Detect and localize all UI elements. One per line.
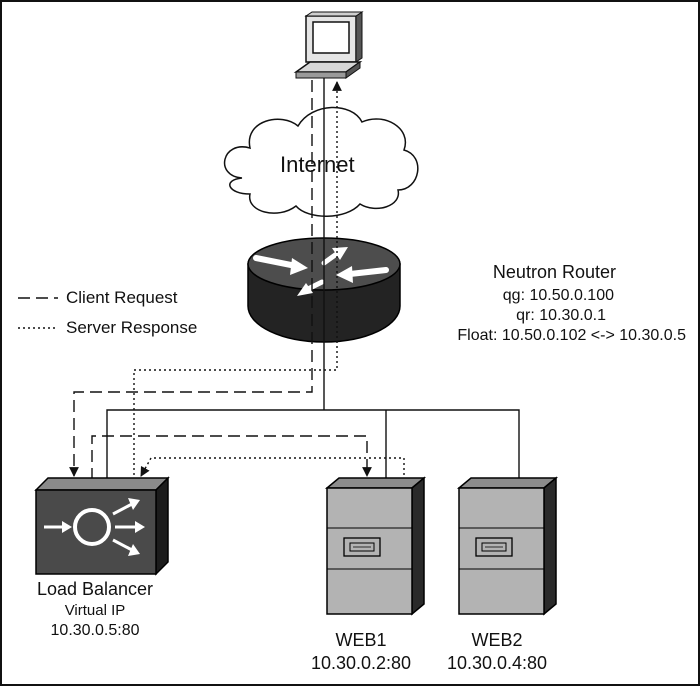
server-icon <box>456 476 559 616</box>
computer-icon <box>293 11 364 79</box>
load-balancer-title: Load Balancer <box>36 579 154 599</box>
internet-label: Internet <box>280 152 355 177</box>
load-balancer-vip-label: Virtual IP <box>64 602 126 619</box>
network-links <box>106 78 520 482</box>
load-balancer-vip-address: 10.30.0.5:80 <box>50 622 140 639</box>
client-request-path <box>69 80 372 480</box>
router-float-address: Float: 10.50.0.102 <-> 10.30.0.5 <box>457 327 686 344</box>
legend-client-request-label: Client Request <box>66 288 178 307</box>
web1-name: WEB1 <box>335 630 387 650</box>
router-qr-address: qr: 10.30.0.1 <box>516 307 606 324</box>
legend-server-response-label: Server Response <box>66 318 198 337</box>
internet-cloud-icon <box>223 106 419 217</box>
web1-address: 10.30.0.2:80 <box>310 653 412 673</box>
web2-name: WEB2 <box>471 630 523 650</box>
router-title: Neutron Router <box>492 262 616 282</box>
web2-address: 10.30.0.4:80 <box>446 653 548 673</box>
server-response-path <box>133 81 405 480</box>
load-balancer-icon <box>34 476 170 576</box>
router-qg-address: qg: 10.50.0.100 <box>502 287 614 304</box>
server-icon <box>324 476 427 616</box>
